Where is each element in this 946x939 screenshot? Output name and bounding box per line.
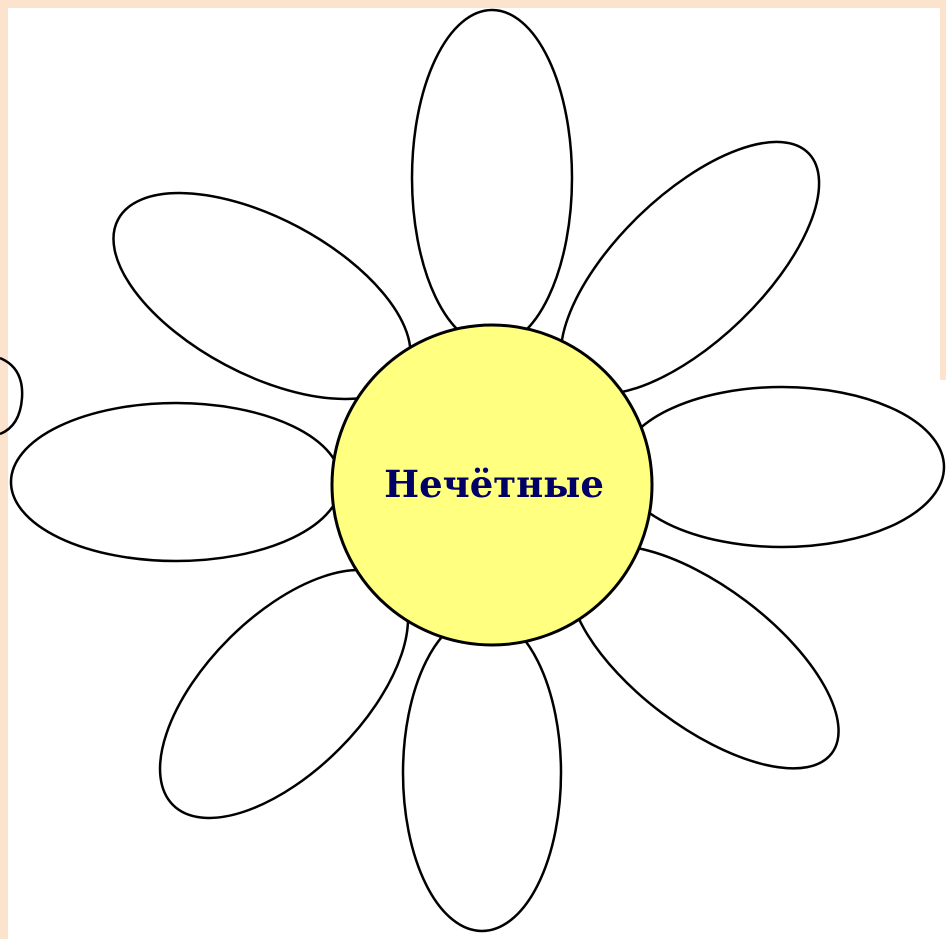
frame-left-border [0, 0, 8, 939]
petal-top [412, 10, 572, 346]
petal-bottom [403, 615, 561, 931]
frame-top-border [0, 0, 946, 8]
center-label: Нечётные [384, 462, 604, 506]
petal-right [620, 387, 944, 547]
petal-left [11, 403, 341, 561]
frame-right-border [940, 0, 946, 380]
